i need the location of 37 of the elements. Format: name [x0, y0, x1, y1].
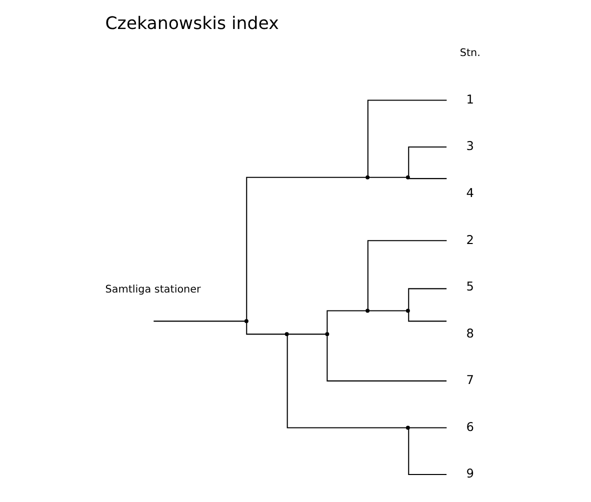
- connector: [368, 176, 406, 178]
- node-point: [405, 175, 410, 180]
- connector: [288, 334, 325, 335]
- node-point: [324, 332, 329, 336]
- node-text: 9: [466, 466, 474, 481]
- node-point: [365, 308, 370, 313]
- node-text: 6: [466, 420, 474, 434]
- node-text: 1: [466, 92, 474, 106]
- connector: [366, 240, 446, 310]
- connector: [408, 312, 446, 322]
- node-text: 8: [466, 326, 474, 340]
- label: Samtliga stationer: [104, 284, 200, 296]
- connector: [408, 146, 446, 176]
- connector: [408, 429, 446, 476]
- node-text: 5: [466, 280, 474, 294]
- connector: [246, 322, 285, 335]
- connector: [326, 336, 446, 382]
- connector: [153, 320, 244, 322]
- connector: [246, 176, 366, 320]
- node-point: [244, 319, 248, 324]
- connector: [366, 100, 446, 176]
- node-text: 3: [466, 139, 474, 154]
- diagram-title: Czekanowskis index: [104, 14, 278, 34]
- node-point: [365, 175, 370, 180]
- node-text: 7: [466, 373, 474, 388]
- label: Stn.: [459, 47, 480, 60]
- node-text: 4: [466, 186, 474, 200]
- connector: [408, 288, 446, 310]
- node-point: [284, 332, 288, 336]
- connector: [368, 310, 406, 312]
- node-text: 2: [466, 232, 474, 247]
- node-point: [405, 308, 410, 313]
- connector: [286, 336, 406, 428]
- node-point: [405, 426, 410, 430]
- connector: [409, 427, 446, 428]
- connector: [326, 310, 366, 332]
- connector: [408, 178, 446, 180]
